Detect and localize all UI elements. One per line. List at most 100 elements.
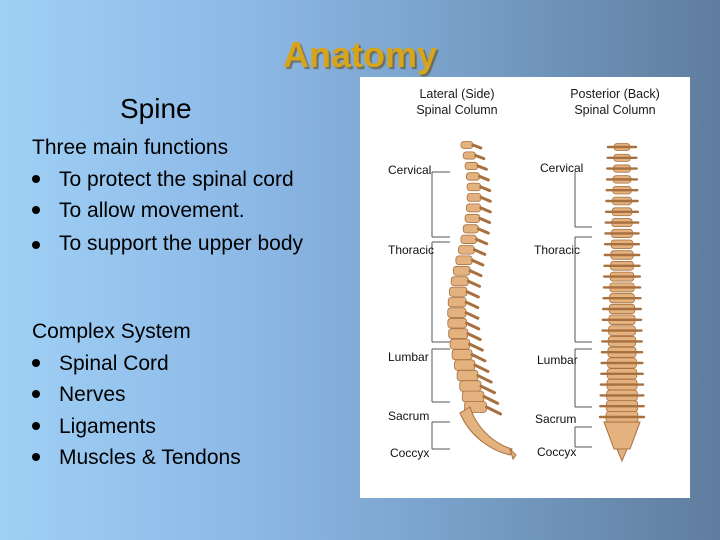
bullet-icon xyxy=(32,453,40,461)
vertebra xyxy=(462,151,477,160)
vertebra xyxy=(447,317,468,329)
spinous-process xyxy=(465,321,481,331)
spine-figure: Lateral (Side) Spinal Column Posterior (… xyxy=(360,77,690,498)
spinous-process xyxy=(464,311,480,320)
lateral-title: Lateral (Side) Spinal Column xyxy=(382,86,532,119)
lateral-label-thoracic: Thoracic xyxy=(388,243,435,257)
vertebra xyxy=(466,172,481,181)
list-item-text: Ligaments xyxy=(59,414,156,438)
vertebra xyxy=(460,234,477,244)
vertebra xyxy=(455,255,473,266)
posterior-label-cervical: Cervical xyxy=(540,161,584,175)
vertebra xyxy=(449,286,468,297)
region-brackets xyxy=(431,171,592,450)
vertebra xyxy=(460,141,474,149)
vertebra xyxy=(447,307,467,318)
functions-heading: Three main functions xyxy=(32,136,229,159)
functions-section: Three main functions To protect the spin… xyxy=(32,132,309,257)
spinous-process xyxy=(466,279,481,288)
posterior-label-lumbar: Lumbar xyxy=(537,353,578,367)
bullet-icon xyxy=(32,390,40,398)
spinous-process xyxy=(472,248,487,256)
vertebra xyxy=(449,338,471,350)
lateral-title-line: Lateral (Side) xyxy=(419,87,495,101)
spinous-process xyxy=(470,258,485,267)
complex-section: Complex System Spinal Cord Nerves Ligame… xyxy=(32,316,241,474)
posterior-label-sacrum: Sacrum xyxy=(535,412,577,426)
slide-title: Anatomy xyxy=(282,34,438,75)
spinous-process xyxy=(465,290,480,299)
lateral-subtitle-line: Spinal Column xyxy=(416,103,498,118)
spine-illustration xyxy=(431,141,646,463)
vertebra xyxy=(464,161,479,171)
spinous-process xyxy=(485,405,503,416)
spinous-process xyxy=(464,300,480,310)
bullet-icon xyxy=(32,240,40,249)
vertebra xyxy=(448,328,469,339)
spinous-process xyxy=(468,269,483,278)
vertebra xyxy=(459,380,482,392)
spinous-process xyxy=(476,164,488,171)
lateral-spine xyxy=(447,141,517,461)
list-item: Ligaments xyxy=(32,411,241,443)
list-item-text: Spinal Cord xyxy=(59,351,169,375)
vertebra xyxy=(466,203,482,213)
slide-subtitle: Spine xyxy=(120,93,192,124)
coccyx-shape xyxy=(616,448,628,463)
posterior-title-line: Posterior (Back) xyxy=(570,87,660,101)
list-item-text: To support the upper body xyxy=(59,231,304,255)
vertebra xyxy=(464,213,481,223)
sacrum-shape xyxy=(603,421,641,450)
spinous-process xyxy=(466,332,482,342)
vertebra xyxy=(450,276,469,287)
vertebra xyxy=(454,359,476,371)
spinous-process xyxy=(468,342,484,352)
list-item-text: Nerves xyxy=(59,383,126,406)
spinous-process xyxy=(476,374,493,384)
spinous-process xyxy=(476,227,490,235)
list-item: To allow movement. xyxy=(32,195,309,227)
list-item-text: To allow movement. xyxy=(59,199,245,222)
spinous-process xyxy=(479,195,492,203)
list-item: Spinal Cord xyxy=(32,348,241,380)
bullet-icon xyxy=(32,174,40,183)
lateral-label-sacrum: Sacrum xyxy=(388,409,430,423)
spinous-process xyxy=(478,174,490,182)
spinous-process xyxy=(479,384,496,395)
bullet-icon xyxy=(32,358,40,367)
posterior-label-thoracic: Thoracic xyxy=(534,243,581,257)
posterior-label-coccyx: Coccyx xyxy=(537,445,577,459)
spinous-process xyxy=(482,395,500,405)
list-item: To protect the spinal cord xyxy=(32,164,309,196)
bullet-icon xyxy=(32,421,40,430)
posterior-title: Posterior (Back) Spinal Column xyxy=(540,86,690,119)
spinous-process xyxy=(470,353,487,363)
vertebra xyxy=(451,349,473,361)
spinous-process xyxy=(471,143,483,150)
posterior-spine xyxy=(598,143,646,463)
spinous-process xyxy=(473,363,490,373)
spinous-process xyxy=(479,206,492,214)
list-item: Nerves xyxy=(32,379,241,411)
posterior-subtitle-line: Spinal Column xyxy=(574,103,656,118)
functions-list: To protect the spinal cord To allow move… xyxy=(32,164,309,257)
list-item-text: To protect the spinal cord xyxy=(59,167,294,191)
lateral-label-coccyx: Coccyx xyxy=(390,446,430,460)
vertebra xyxy=(466,182,482,192)
complex-heading: Complex System xyxy=(32,320,191,343)
vertebra xyxy=(447,297,467,308)
spinous-process xyxy=(474,153,486,161)
coccyx-shape xyxy=(509,448,517,461)
spinous-process xyxy=(478,216,492,224)
lateral-label-lumbar: Lumbar xyxy=(388,350,429,364)
sacrum-shape xyxy=(459,406,513,456)
bullet-icon xyxy=(32,206,40,214)
vertebra xyxy=(458,245,475,255)
list-item: To support the upper body xyxy=(32,227,309,257)
list-item: Muscles & Tendons xyxy=(32,442,241,474)
vertebra xyxy=(466,193,482,202)
vertebra xyxy=(456,369,479,382)
vertebra xyxy=(452,265,471,276)
list-item-text: Muscles & Tendons xyxy=(59,446,241,469)
spinous-process xyxy=(479,185,492,193)
